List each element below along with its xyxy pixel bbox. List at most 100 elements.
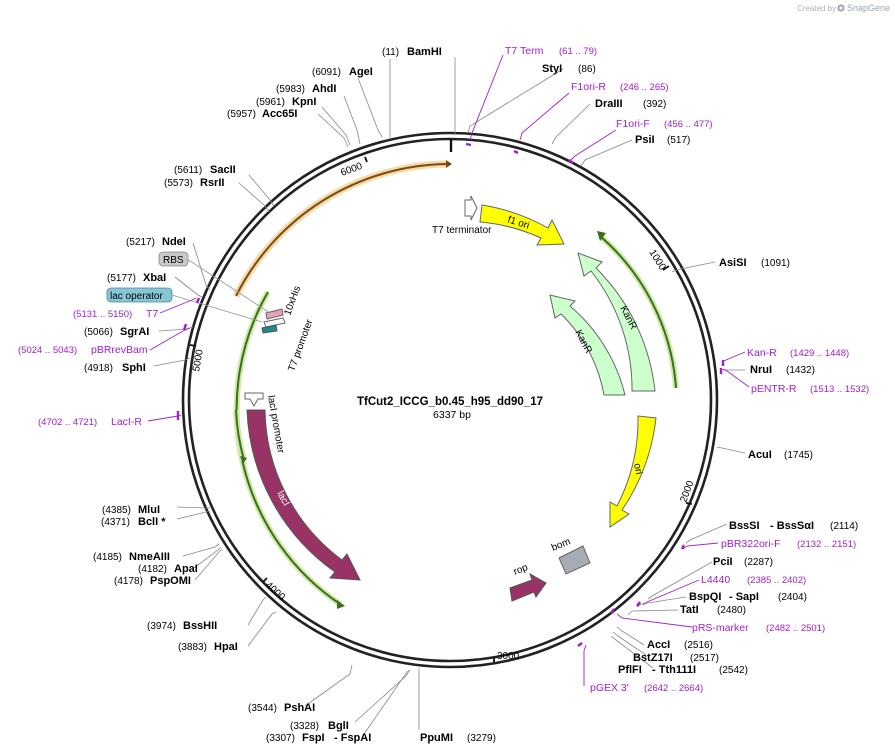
primer-laci-r[interactable]: (4702 .. 4721) LacI-R <box>38 416 142 428</box>
laci-promoter-feature[interactable] <box>244 392 264 408</box>
primer-pbrrevbam[interactable]: (5024 .. 5043) pBRrevBam <box>18 344 148 356</box>
primer-t7-term[interactable]: T7 Term (61 .. 79) <box>505 45 597 57</box>
svg-text:(4371): (4371) <box>101 517 130 528</box>
svg-text:T7 Term: T7 Term <box>505 45 544 57</box>
svg-text:StyI: StyI <box>542 63 562 75</box>
enzyme-styi[interactable]: StyI (86) <box>542 63 596 75</box>
svg-text:(11): (11) <box>382 47 399 58</box>
enzyme-sacii[interactable]: (5611) SacII <box>174 164 236 176</box>
svg-text:L4440: L4440 <box>701 574 730 586</box>
svg-text:(5961): (5961) <box>256 97 285 108</box>
svg-text:XbaI: XbaI <box>143 272 166 284</box>
enzyme-sgrai[interactable]: (5066) SgrAI <box>84 326 149 338</box>
primer-t7[interactable]: (5131 .. 5150) T7 <box>73 308 158 320</box>
svg-text:T7: T7 <box>146 308 158 320</box>
enzyme-nmeaiii[interactable]: (4185) NmeAIII <box>93 551 170 563</box>
t7-promoter-feature[interactable] <box>261 317 286 334</box>
plasmid-length: 6337 bp <box>433 409 471 421</box>
svg-text:- Tth111I: - Tth111I <box>652 664 696 676</box>
kanr-inner-feature[interactable] <box>549 294 626 396</box>
svg-text:(2516): (2516) <box>684 640 713 651</box>
laci-feature[interactable] <box>246 409 361 581</box>
primer-pbr322ori-f[interactable]: pBR322ori-F (2132 .. 2151) <box>721 538 856 550</box>
enzyme-pspomi[interactable]: (4178) PspOMI <box>114 575 191 587</box>
t7-terminator-feature[interactable] <box>464 195 478 221</box>
svg-text:SgrAI: SgrAI <box>120 326 149 338</box>
enzyme-bcli[interactable]: (4371) BclI * <box>101 516 166 528</box>
svg-text:- BssSαI: - BssSαI <box>770 520 814 532</box>
primer-l4440[interactable]: L4440 (2385 .. 2402) <box>701 574 806 586</box>
ori-feature[interactable] <box>609 415 657 528</box>
svg-text:HpaI: HpaI <box>214 641 238 653</box>
enzyme-asisi[interactable]: AsiSI (1091) <box>719 257 790 269</box>
primer-prs-marker[interactable]: pRS-marker (2482 .. 2501) <box>692 622 825 634</box>
enzyme-pshai[interactable]: (3544) PshAI <box>248 702 315 714</box>
enzyme-acui[interactable]: AcuI (1745) <box>748 449 813 461</box>
bom-feature[interactable] <box>558 545 591 575</box>
primer-kan-r[interactable]: Kan-R (1429 .. 1448) <box>747 347 849 359</box>
svg-text:(5573): (5573) <box>164 178 193 189</box>
svg-text:(5066): (5066) <box>84 327 113 338</box>
enzyme-agei[interactable]: (6091) AgeI <box>312 66 373 78</box>
green-feature-arc-inner[interactable] <box>233 409 247 464</box>
enzyme-pcii[interactable]: PciI (2287) <box>713 556 773 568</box>
enzyme-xbai[interactable]: (5177) XbaI <box>107 272 166 284</box>
svg-text:PsiI: PsiI <box>635 134 655 146</box>
svg-text:(4178): (4178) <box>114 576 143 587</box>
green-feature-arc-right[interactable] <box>597 231 679 389</box>
enzyme-ndei[interactable]: (5217) NdeI <box>126 236 186 248</box>
bom-label: bom <box>550 536 572 553</box>
kanr-outer-feature[interactable] <box>577 252 656 392</box>
enzyme-tati[interactable]: TatI (2480) <box>680 604 746 616</box>
svg-text:(5131 .. 5150): (5131 .. 5150) <box>73 309 132 320</box>
svg-text:F1ori-F: F1ori-F <box>616 118 650 130</box>
enzyme-kpni[interactable]: (5961) KpnI <box>256 96 316 108</box>
svg-text:(3544): (3544) <box>248 703 277 714</box>
enzyme-nrui[interactable]: NruI (1432) <box>750 364 815 376</box>
svg-text:(5024 .. 5043): (5024 .. 5043) <box>18 345 77 356</box>
svg-text:pENTR-R: pENTR-R <box>751 383 797 395</box>
f1-ori-feature[interactable] <box>479 204 565 246</box>
svg-text:(2132 .. 2151): (2132 .. 2151) <box>797 539 856 550</box>
svg-text:BglI: BglI <box>328 720 349 732</box>
svg-text:SphI: SphI <box>122 362 146 374</box>
rop-feature[interactable] <box>509 572 547 602</box>
his-tag-feature[interactable] <box>265 308 284 320</box>
enzyme-bamhi[interactable]: (11) BamHI <box>382 46 442 58</box>
enzyme-sphi[interactable]: (4918) SphI <box>84 362 146 374</box>
svg-text:TatI: TatI <box>680 604 699 616</box>
enzyme-pflfi[interactable]: PflFI - Tth111I (2542) <box>618 664 748 676</box>
enzyme-bgli[interactable]: (3328) BglI <box>290 720 349 732</box>
primer-pentr-r[interactable]: pENTR-R (1513 .. 1532) <box>751 383 869 395</box>
svg-text:(3328): (3328) <box>290 721 319 732</box>
svg-text:5000: 5000 <box>191 348 206 372</box>
orange-feature-arc[interactable] <box>232 160 452 298</box>
enzyme-fspi[interactable]: (3307) FspI - FspAI <box>266 732 371 744</box>
credit-brand: SnapGene <box>847 3 890 13</box>
svg-text:(2517): (2517) <box>690 653 719 664</box>
primer-f1ori-r[interactable]: F1ori-R (246 .. 265) <box>571 81 669 93</box>
svg-text:(5957): (5957) <box>227 109 256 120</box>
enzyme-acci[interactable]: AccI (2516) <box>647 639 713 651</box>
enzyme-bspqi[interactable]: BspQI - SapI (2404) <box>689 591 807 603</box>
enzyme-bsssi[interactable]: BssSI - BssSαI (2114) <box>729 520 858 532</box>
enzyme-bstz17i[interactable]: BstZ17I (2517) <box>633 652 719 664</box>
svg-text:(4185): (4185) <box>93 552 122 563</box>
backbone-outer <box>181 131 719 669</box>
enzyme-draiii[interactable]: DraIII (392) <box>595 98 666 110</box>
enzyme-bsshii[interactable]: (3974) BssHII <box>147 620 217 632</box>
enzyme-psii[interactable]: PsiI (517) <box>635 134 690 146</box>
primer-pgex-3[interactable]: pGEX 3' (2642 .. 2664) <box>590 682 703 694</box>
enzyme-ppumi[interactable]: PpuMI (3279) <box>420 732 496 744</box>
svg-text:(3279): (3279) <box>467 733 496 744</box>
enzyme-hpai[interactable]: (3883) HpaI <box>178 641 238 653</box>
enzyme-rsrii[interactable]: (5573) RsrII <box>164 177 224 189</box>
enzyme-mlui[interactable]: (4385) MluI <box>102 504 160 516</box>
ori-label: ori <box>631 462 644 475</box>
tick-5000: 5000 <box>189 344 206 373</box>
enzyme-apai[interactable]: (4182) ApaI <box>138 563 198 575</box>
primer-f1ori-f[interactable]: F1ori-F (456 .. 477) <box>616 118 713 130</box>
enzyme-ahdi[interactable]: (5983) AhdI <box>276 83 336 95</box>
enzyme-acc65i[interactable]: (5957) Acc65I <box>227 108 297 120</box>
lac-operator-callout[interactable]: lac operator <box>106 287 263 323</box>
